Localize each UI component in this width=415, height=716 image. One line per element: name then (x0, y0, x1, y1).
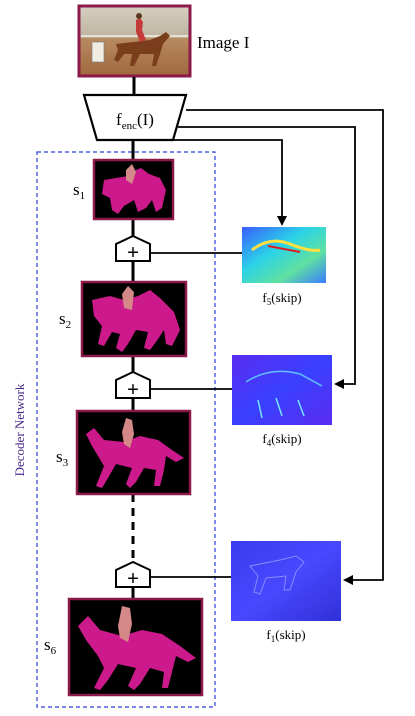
skip-f5-hot (267, 245, 301, 253)
stage-s2-mask-rider (122, 286, 134, 310)
add-node-3-symbol: + (127, 566, 139, 590)
stage-s6-mask-rider (118, 606, 132, 642)
decoder-network-label: Decoder Network (12, 383, 27, 476)
arrow-encoder-f1 (186, 109, 384, 585)
stage-s6 (67, 597, 204, 697)
stage-s3-label: s3 (56, 447, 69, 469)
skip-f5-label: f5(skip) (262, 290, 301, 307)
add-node-3-shape (115, 560, 151, 588)
skip-f1-label: f1(skip) (266, 627, 305, 644)
stage-s3-mask-rider (122, 418, 134, 448)
add-node-1-symbol: + (127, 240, 139, 264)
encoder-trapezoid (82, 93, 188, 142)
stage-s3-mask-body (86, 428, 184, 488)
skip-f5-highlight (251, 239, 321, 252)
encoder-label: fenc(I) (116, 110, 154, 132)
arrow-encoder-f5 (170, 139, 287, 226)
stage-s2-label: s2 (59, 309, 71, 331)
add-node-3: + (115, 560, 151, 590)
skip-f1-featuremap (231, 541, 341, 621)
skip-f5-featuremap (242, 227, 326, 283)
stage-s6-label: s6 (44, 635, 57, 657)
skip-f1-edge (249, 555, 305, 595)
skip-f4 (232, 355, 332, 425)
skip-f4-featuremap (232, 355, 332, 425)
input-image (77, 4, 192, 78)
skip-f4-edge-1 (245, 370, 323, 387)
stage-s1-mask-rider (126, 164, 136, 184)
add-node-1: + (115, 234, 151, 264)
horse-photo (114, 32, 170, 66)
decoder-network-box (36, 151, 216, 708)
image-label: Image I (197, 33, 250, 52)
rider-photo (136, 18, 146, 42)
add-node-2-symbol: + (127, 377, 139, 401)
stage-s1 (92, 158, 175, 221)
skip-f4-edge-2 (257, 397, 305, 419)
skip-f1 (231, 541, 341, 621)
stage-s1-mask-body (102, 168, 166, 214)
add-node-2-shape (115, 370, 151, 399)
stage-s2 (80, 280, 188, 358)
stage-s2-mask-body (92, 290, 180, 352)
stage-s3 (75, 409, 192, 496)
stage-s6-mask-body (78, 616, 196, 690)
add-node-1-shape (115, 234, 151, 262)
encoder-block: fenc(I) (82, 93, 188, 142)
skip-f5 (242, 227, 326, 283)
barrel (91, 41, 105, 63)
stage-s1-label: s1 (73, 180, 85, 202)
add-node-2: + (115, 370, 151, 401)
rider-head (136, 13, 142, 19)
input-image-frame (77, 4, 192, 78)
arrow-encoder-f4 (178, 126, 356, 389)
skip-f4-label: f4(skip) (262, 431, 301, 448)
